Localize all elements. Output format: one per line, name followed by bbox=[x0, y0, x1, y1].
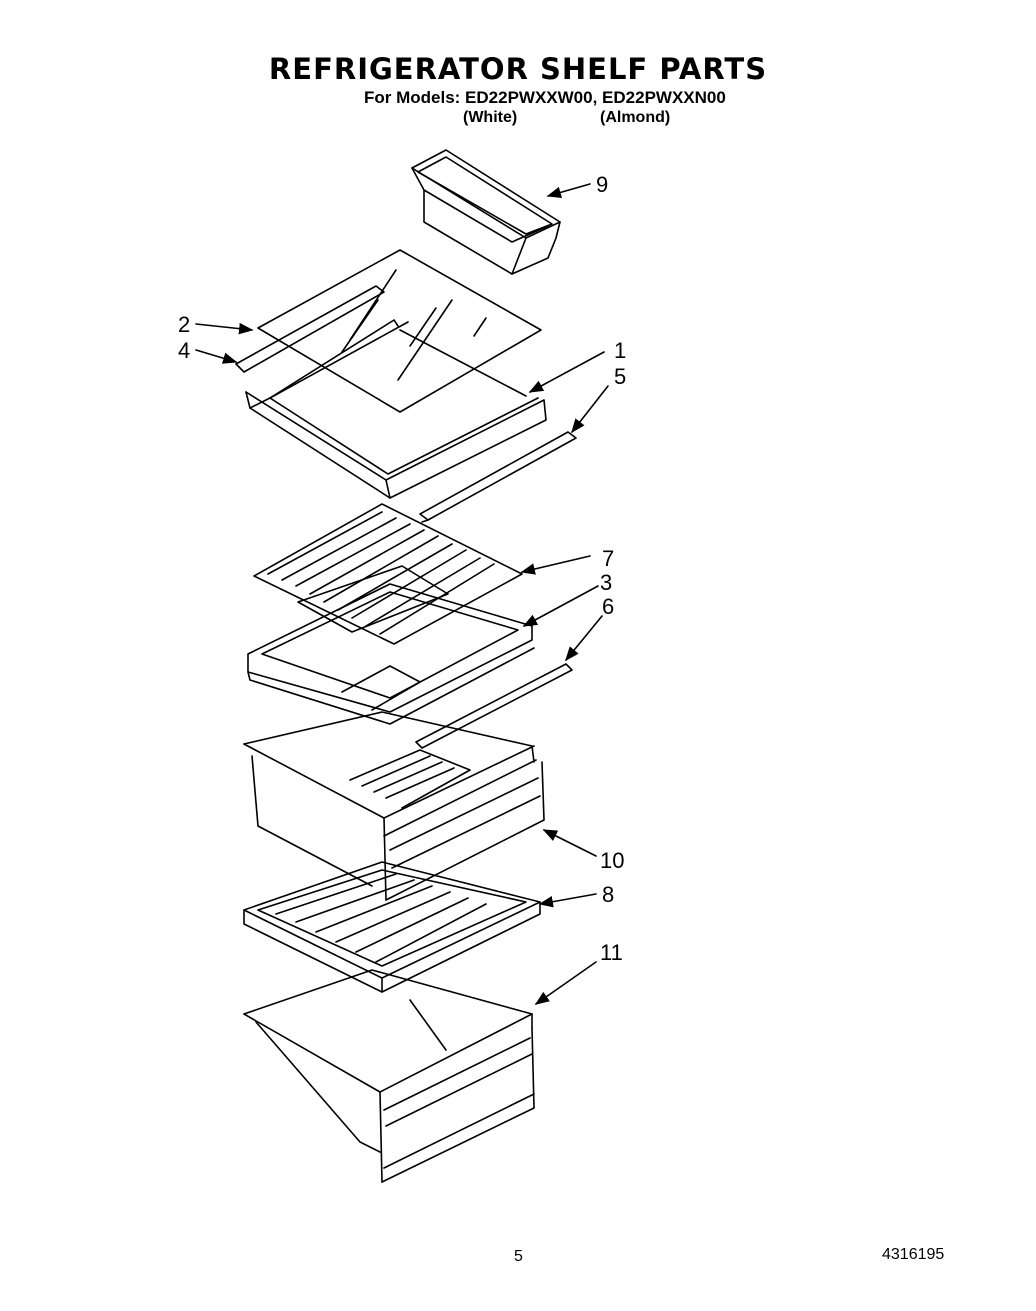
part-8-pan-cover bbox=[243, 861, 541, 993]
callout-8: 8 bbox=[602, 882, 614, 907]
part-4-trim bbox=[235, 285, 385, 373]
callout-labels: 1 2 3 4 5 6 7 8 9 10 11 bbox=[178, 172, 626, 965]
callout-3: 3 bbox=[600, 570, 612, 595]
white-label: (White) bbox=[463, 109, 518, 126]
callout-10: 10 bbox=[600, 848, 624, 873]
callout-5: 5 bbox=[614, 364, 626, 389]
callout-9: 9 bbox=[596, 172, 608, 197]
callout-6: 6 bbox=[602, 594, 614, 619]
callout-7: 7 bbox=[602, 546, 614, 571]
part-3-cover-frame bbox=[247, 583, 535, 725]
callout-1: 1 bbox=[614, 338, 626, 363]
part-11-lower-drawer bbox=[243, 969, 535, 1183]
page-title: REFRIGERATOR SHELF PARTS bbox=[268, 52, 768, 86]
callout-4: 4 bbox=[178, 338, 190, 363]
models-line: For Models: ED22PWXXW00, ED22PWXXN00 bbox=[364, 88, 726, 107]
part-1-shelf-frame bbox=[245, 319, 547, 499]
document-number: 4316195 bbox=[882, 1246, 945, 1263]
leader-lines bbox=[195, 183, 609, 1005]
callout-11: 11 bbox=[600, 940, 623, 965]
part-7-crisper-cover bbox=[253, 503, 523, 645]
part-10-crisper-drawer bbox=[243, 711, 545, 901]
callout-2: 2 bbox=[178, 312, 190, 337]
part-2-glass-shelf bbox=[257, 249, 542, 413]
part-9-bin bbox=[411, 149, 561, 275]
almond-label: (Almond) bbox=[600, 109, 671, 126]
part-6-trim bbox=[415, 663, 573, 749]
part-5-trim bbox=[419, 431, 577, 523]
page-number: 5 bbox=[514, 1248, 523, 1265]
